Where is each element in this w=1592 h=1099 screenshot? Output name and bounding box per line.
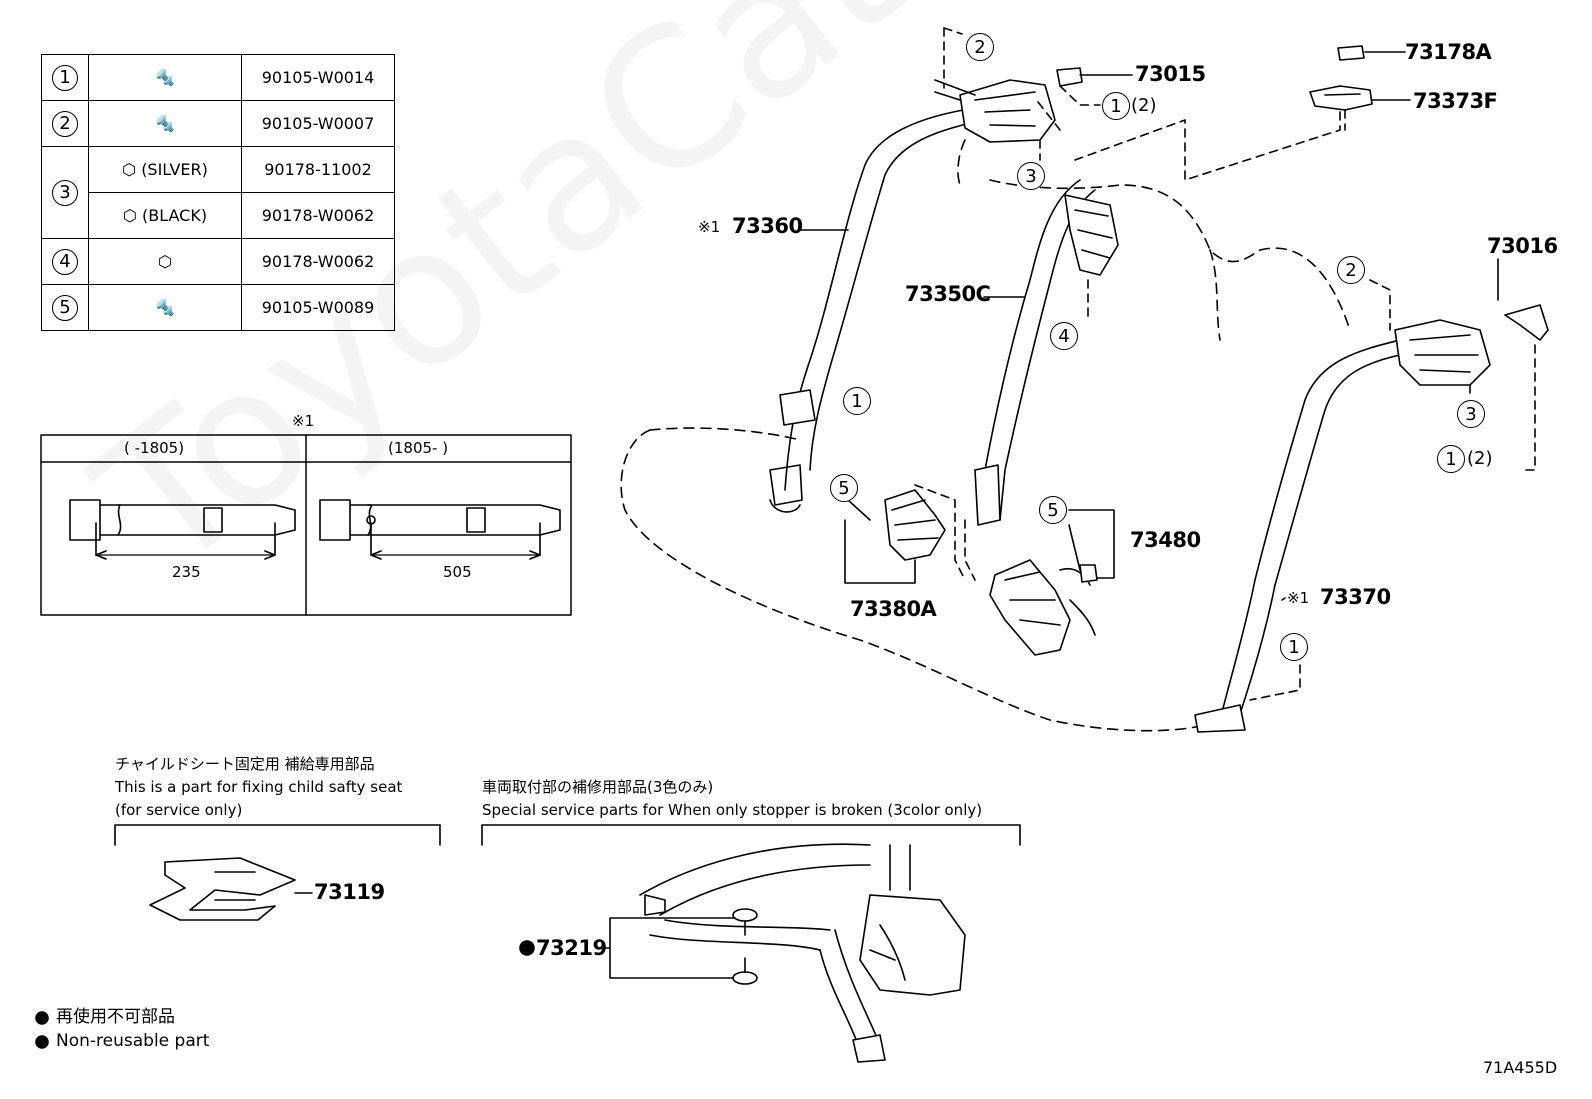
part-number: 90105-W0014 xyxy=(241,54,395,101)
part-label-73373F: 73373F xyxy=(1413,89,1498,113)
callout-5: 5 xyxy=(1039,496,1067,524)
callout-2: 2 xyxy=(966,33,994,61)
dimension-right: 505 xyxy=(443,563,472,581)
table-row: 4 ⬡ 90178-W0062 xyxy=(41,238,395,285)
variant-label: (SILVER) xyxy=(141,160,208,179)
part-label-73178A: 73178A xyxy=(1405,40,1492,64)
note-mark: ※1 xyxy=(1287,589,1310,607)
belt-73370-outer xyxy=(1219,339,1401,721)
part-number: 90178-11002 xyxy=(241,146,395,193)
part-number: 90178-W0062 xyxy=(241,192,395,239)
callout-3: 3 xyxy=(1457,400,1485,428)
variant-label: (BLACK) xyxy=(141,206,208,225)
note-mark: ※1 xyxy=(698,218,721,236)
belt-73360-inner xyxy=(809,121,976,471)
table-row: 1 🔩 90105-W0014 xyxy=(41,54,395,101)
part-label-73350C: 73350C xyxy=(905,282,991,306)
row-index: 2 xyxy=(52,110,78,137)
part-label-73219: 73219 xyxy=(536,936,607,960)
callout-2: 2 xyxy=(1337,256,1365,284)
part-73119-plate xyxy=(149,857,296,921)
seat-cushion-outline xyxy=(620,429,1231,732)
callout-ref: (2) xyxy=(1467,448,1493,469)
table-row: 5 🔩 90105-W0089 xyxy=(41,284,395,331)
dimension-left: 235 xyxy=(172,563,201,581)
callout-5: 5 xyxy=(830,474,858,502)
callout-3: 3 xyxy=(1017,162,1045,190)
bolt-icon: 🔩 xyxy=(155,114,175,133)
inset-right-header: (1805- ) xyxy=(388,439,449,457)
stopper-note-en: Special service parts for When only stop… xyxy=(482,801,983,819)
child-seat-note-jp: チャイルドシート固定用 補給専用部品 xyxy=(115,755,375,773)
row-index: 1 xyxy=(52,64,78,91)
part-label-73119: 73119 xyxy=(314,880,385,904)
table-row: 2 🔩 90105-W0007 xyxy=(41,100,395,147)
row-index: 4 xyxy=(52,248,78,275)
callout-1: 1 xyxy=(1437,445,1465,473)
belt-73350C-a xyxy=(979,179,1081,521)
nut-icon: ⬡ xyxy=(122,206,137,225)
callout-1: 1 xyxy=(1280,633,1308,661)
part-label-73380A: 73380A xyxy=(850,597,937,621)
fastener-table: 1 🔩 90105-W0014 2 🔩 90105-W0007 3 ⬡ (SIL… xyxy=(41,54,395,331)
part-label-73016: 73016 xyxy=(1487,234,1558,258)
belt-73370-inner xyxy=(1237,354,1401,721)
child-seat-note-en: This is a part for fixing child safty se… xyxy=(115,778,403,796)
bolt-icon: 🔩 xyxy=(155,68,175,87)
part-number: 90105-W0089 xyxy=(241,284,395,331)
bolt-icon: 🔩 xyxy=(155,298,175,317)
part-number: 90178-W0062 xyxy=(241,238,395,285)
callout-4: 4 xyxy=(1050,322,1078,350)
seat-cushion-top-edge xyxy=(649,427,801,441)
table-row: ⬡ (BLACK) 90178-W0062 xyxy=(42,192,395,239)
diagram-code: 71A455D xyxy=(1483,1058,1558,1077)
part-label-73015: 73015 xyxy=(1135,62,1206,86)
stopper-note-jp: 車両取付部の補修用部品(3色のみ) xyxy=(482,778,714,796)
retractor-upper-right xyxy=(1394,319,1491,386)
row-index: 5 xyxy=(52,294,78,321)
part-label-73360: 73360 xyxy=(732,214,803,238)
seatback-outline xyxy=(989,179,1351,331)
note-mark: ※1 xyxy=(292,412,315,430)
child-seat-note-en-2: (for service only) xyxy=(115,801,243,819)
inset-left-header: ( -1805) xyxy=(124,439,185,457)
seatback-left-edge xyxy=(957,139,966,186)
legend-jp: 再使用不可部品 xyxy=(56,1007,175,1027)
table-row: 3 ⬡ (SILVER) 90178-11002 xyxy=(41,146,395,239)
part-label-73370: 73370 xyxy=(1320,585,1391,609)
stopper-belt xyxy=(639,843,871,916)
callout-1: 1 xyxy=(843,387,871,415)
callout-ref: (2) xyxy=(1131,95,1157,116)
nut-icon: ⬡ xyxy=(122,160,137,179)
legend-en: Non-reusable part xyxy=(56,1031,210,1051)
row-index: 3 xyxy=(52,179,78,206)
nut-icon: ⬡ xyxy=(158,252,172,271)
callout-1: 1 xyxy=(1102,92,1130,120)
part-number: 90105-W0007 xyxy=(241,100,395,147)
part-label-73480: 73480 xyxy=(1130,528,1201,552)
